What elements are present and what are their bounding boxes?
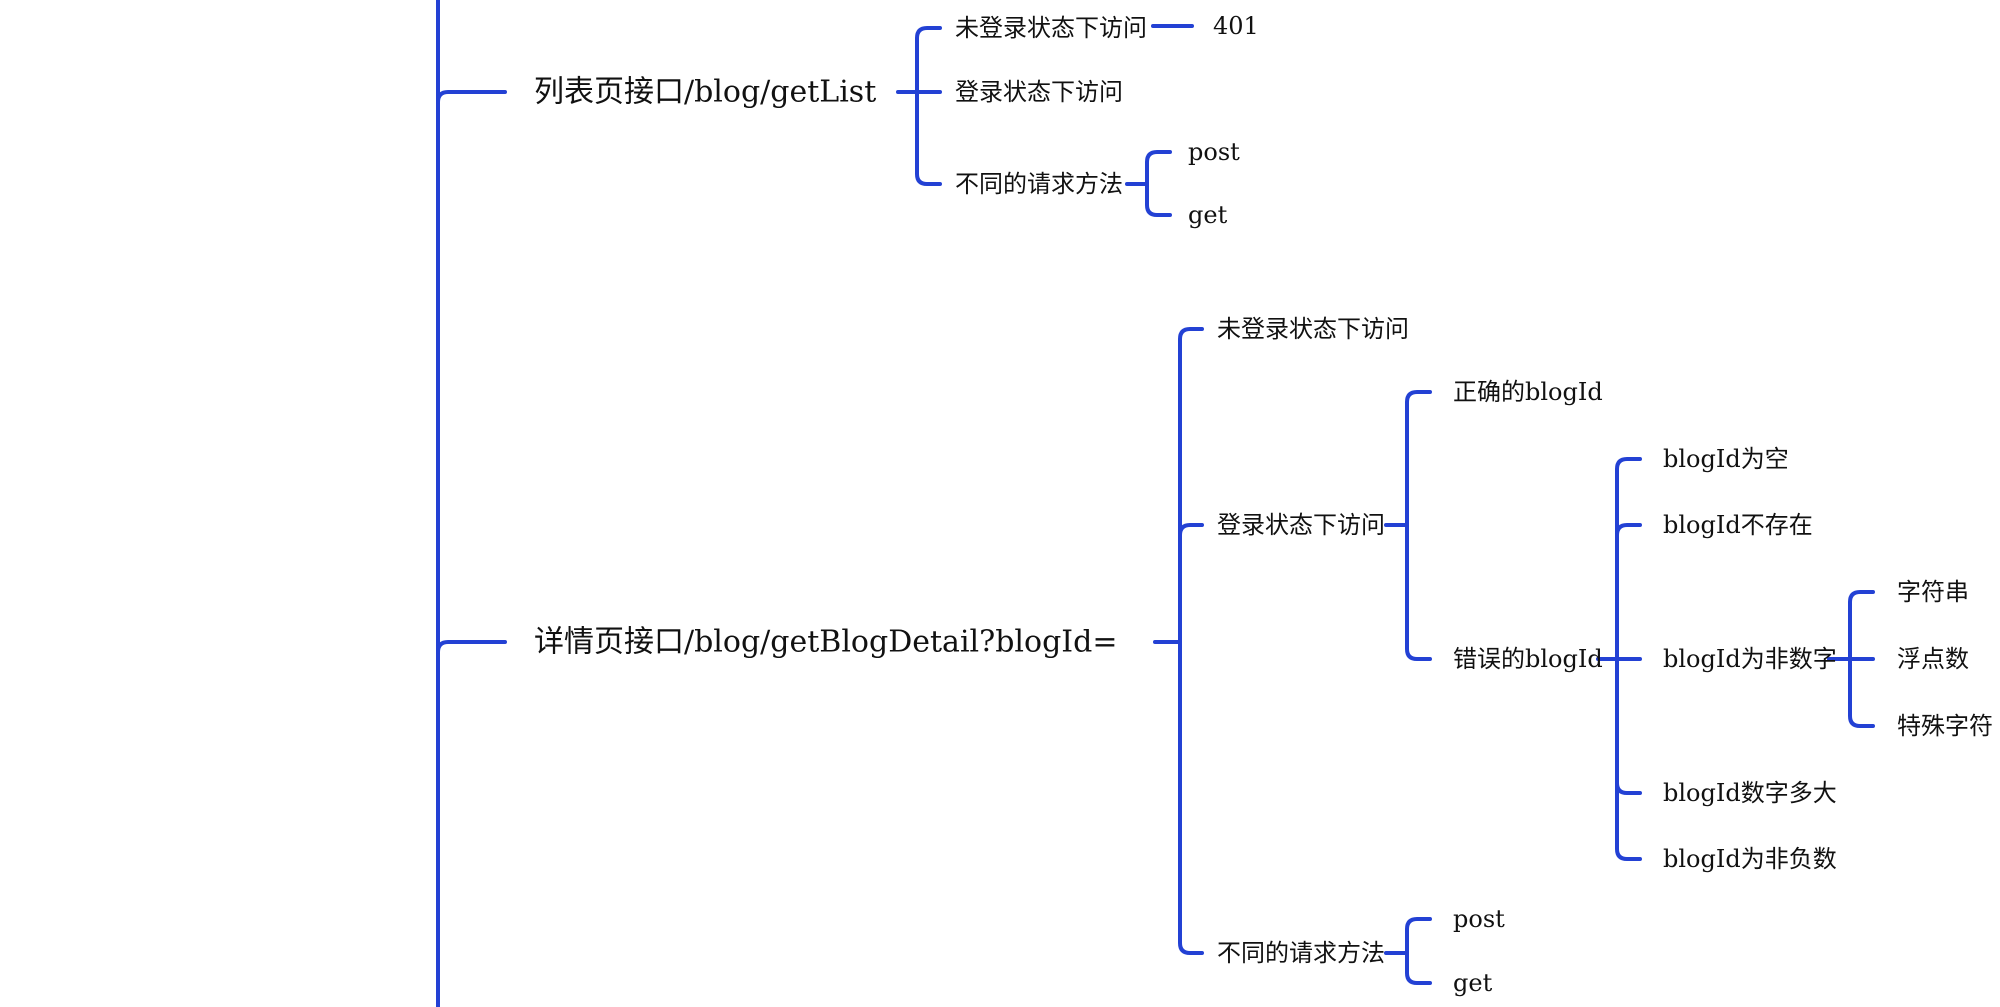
node-detail-not-logged-in: 未登录状态下访问 xyxy=(1217,315,1409,343)
node-blogid-non-negative: blogId为非负数 xyxy=(1663,845,1837,873)
node-special-chars: 特殊字符 xyxy=(1897,712,1993,740)
topic-detail-api: 详情页接口/blog/getBlogDetail?blogId= xyxy=(534,625,1117,660)
detail-logged-in-branch-0 xyxy=(1405,390,1432,527)
wrong-blogid-branch-3 xyxy=(1615,657,1642,795)
node-detail-method-post: post xyxy=(1453,905,1505,933)
node-blogid-large-number: blogId数字多大 xyxy=(1663,779,1837,807)
node-blogid-empty: blogId为空 xyxy=(1663,445,1789,473)
wrong-blogid-branch-4 xyxy=(1615,657,1642,861)
connector-lines xyxy=(436,0,1875,1007)
list-methods-branch-1 xyxy=(1145,182,1172,217)
node-wrong-blogid: 错误的blogId xyxy=(1453,645,1603,673)
node-list-not-logged-in: 未登录状态下访问 xyxy=(955,14,1147,42)
detail-logged-in-branch-1 xyxy=(1405,523,1432,661)
detail-api-branch-0 xyxy=(1178,327,1204,644)
node-blogid-not-exist: blogId不存在 xyxy=(1663,511,1813,539)
node-detail-method-get: get xyxy=(1453,969,1493,997)
node-string: 字符串 xyxy=(1897,578,1969,606)
wrong-blogid-branch-0 xyxy=(1615,457,1642,661)
node-correct-blogid: 正确的blogId xyxy=(1453,378,1603,406)
topic-list-api: 列表页接口/blog/getList xyxy=(534,75,876,110)
node-list-method-get: get xyxy=(1188,201,1228,229)
node-float: 浮点数 xyxy=(1897,645,1969,673)
list-methods-branch-0 xyxy=(1145,150,1172,186)
non-numeric-branch-0 xyxy=(1848,590,1875,661)
node-detail-logged-in: 登录状态下访问 xyxy=(1217,511,1385,539)
wrong-blogid-branch-1 xyxy=(1615,523,1642,661)
non-numeric-branch-2 xyxy=(1848,657,1875,728)
node-blogid-non-numeric: blogId为非数字 xyxy=(1663,645,1837,673)
node-list-request-methods: 不同的请求方法 xyxy=(955,170,1123,198)
detail-api-branch-2 xyxy=(1178,640,1204,955)
list-api-branch-2 xyxy=(915,90,942,186)
root-branch-detail xyxy=(436,640,507,654)
detail-methods-branch-1 xyxy=(1405,951,1432,985)
node-list-401: 401 xyxy=(1213,12,1259,40)
node-detail-request-methods: 不同的请求方法 xyxy=(1217,939,1385,967)
detail-methods-branch-0 xyxy=(1405,917,1432,955)
list-api-branch-0 xyxy=(915,26,942,94)
root-branch-list xyxy=(436,90,507,104)
detail-api-branch-1 xyxy=(1178,523,1204,644)
node-list-method-post: post xyxy=(1188,138,1240,166)
node-list-logged-in: 登录状态下访问 xyxy=(955,78,1123,106)
